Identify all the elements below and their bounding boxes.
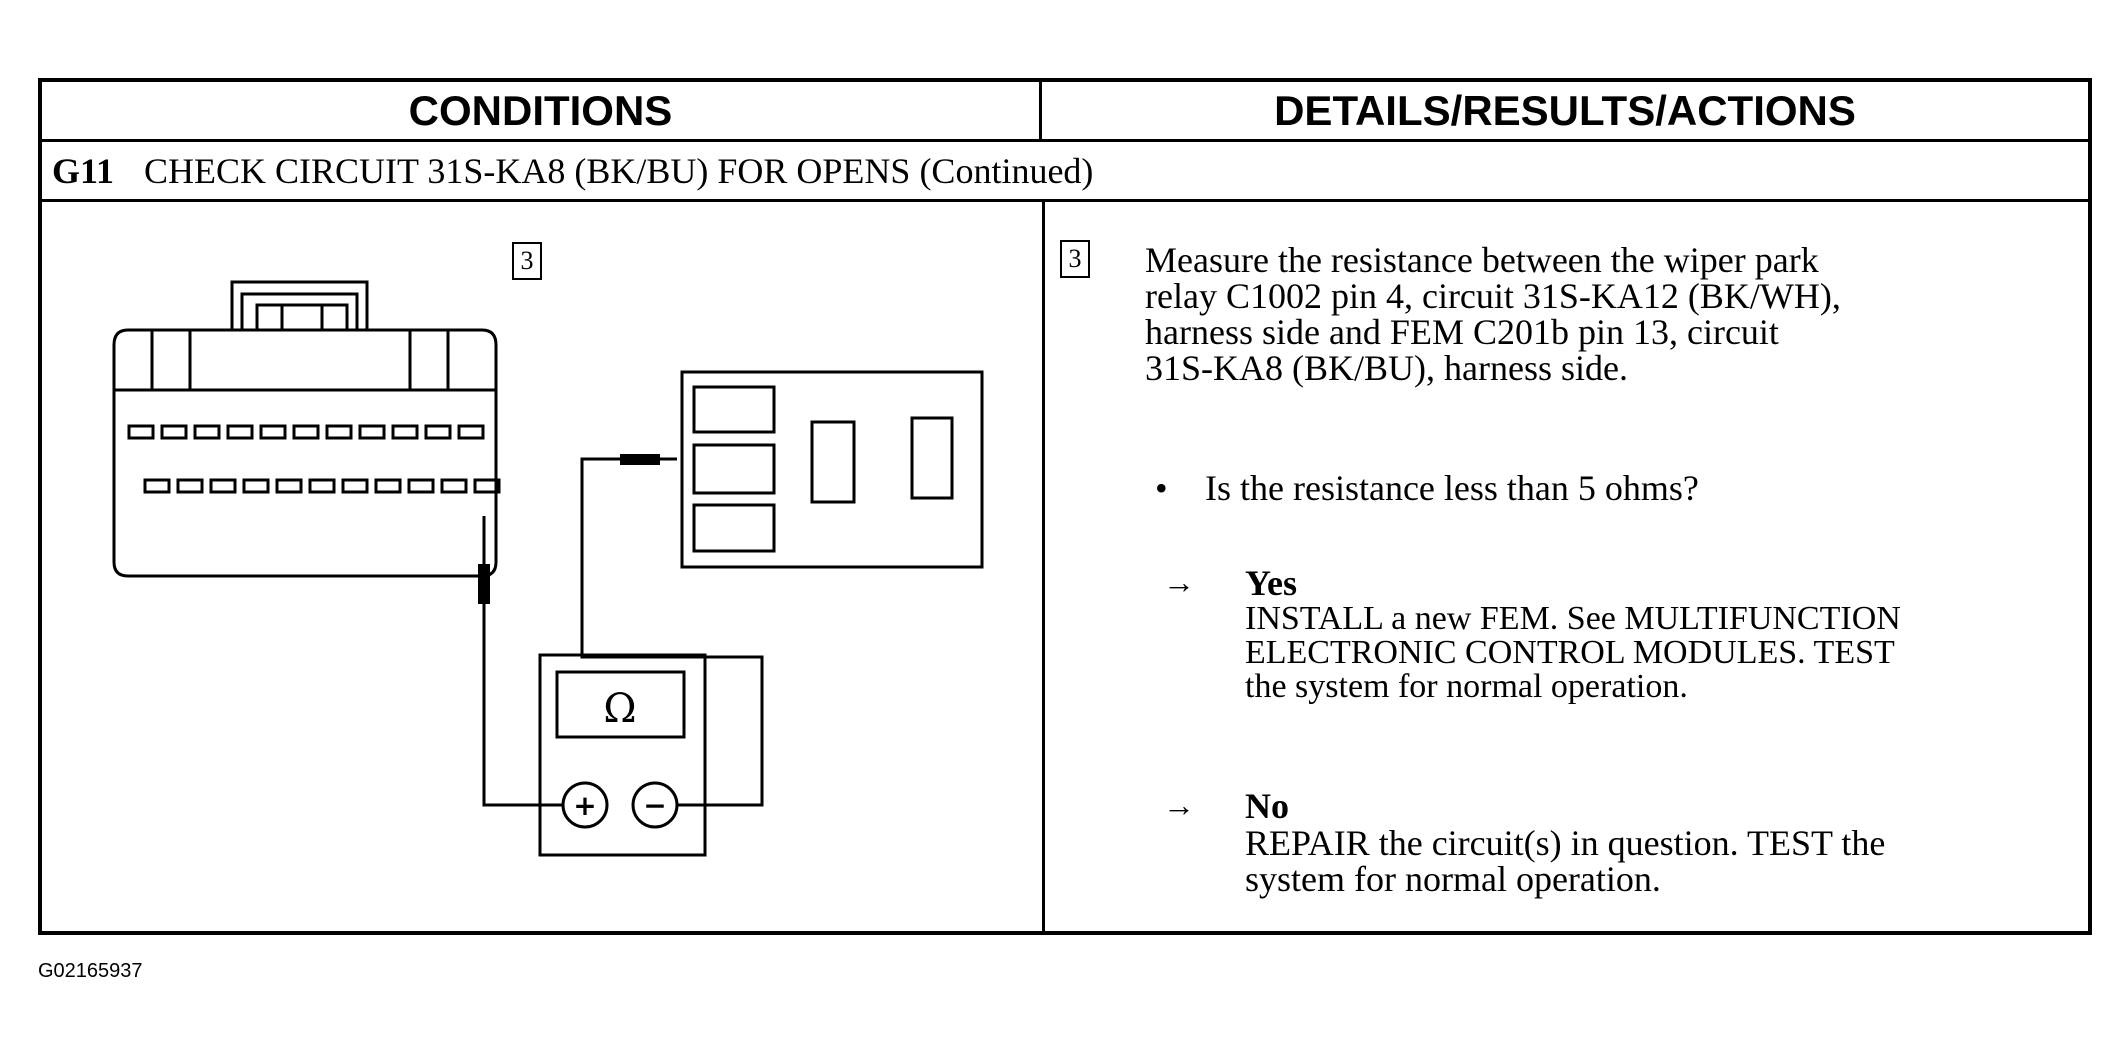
- no-label: No: [1245, 786, 1289, 826]
- minus-probe: [620, 454, 660, 465]
- instruction-line: Measure the resistance between the wiper…: [1145, 240, 1819, 280]
- pin: [440, 478, 468, 494]
- conditions-panel: 3: [42, 202, 1042, 935]
- connector-pin-row-1: [127, 424, 485, 440]
- relay-cavity-2: [692, 443, 776, 495]
- arrow-right-icon: →: [1163, 564, 1195, 600]
- measure-instruction: Measure the resistance between the wiper…: [1145, 242, 2045, 386]
- pin: [160, 424, 188, 440]
- minus-symbol: −: [643, 789, 666, 822]
- pin: [127, 424, 155, 440]
- details-step-number: 3: [1060, 240, 1090, 278]
- connector-latch: [230, 280, 369, 330]
- pin: [292, 424, 320, 440]
- pin: [242, 478, 270, 494]
- pin: [143, 478, 171, 494]
- connector-latch-inner: [240, 292, 359, 330]
- pin: [226, 424, 254, 440]
- relay-body: [680, 370, 984, 569]
- pin: [176, 478, 204, 494]
- diagnostic-table: CONDITIONS DETAILS/RESULTS/ACTIONS G11 C…: [38, 78, 2092, 935]
- meter-display: [555, 670, 686, 739]
- connector-c201b: [112, 280, 498, 578]
- column-divider: [1042, 202, 1045, 935]
- relay-cavity-3: [692, 503, 776, 553]
- pin: [358, 424, 386, 440]
- pin: [407, 478, 435, 494]
- yes-action-line: ELECTRONIC CONTROL MODULES. TEST: [1245, 634, 1895, 671]
- no-action-line: REPAIR the circuit(s) in question. TEST …: [1245, 823, 1886, 863]
- no-action: REPAIR the circuit(s) in question. TEST …: [1245, 825, 2065, 897]
- yes-label: Yes: [1245, 563, 1297, 603]
- conditions-header: CONDITIONS: [42, 82, 1042, 142]
- pin: [308, 478, 336, 494]
- instruction-line: harness side and FEM C201b pin 13, circu…: [1145, 312, 1779, 352]
- step-id: G11: [52, 150, 115, 191]
- yes-action-line: the system for normal operation.: [1245, 668, 1688, 705]
- arrow-right-icon: →: [1163, 787, 1195, 823]
- pin: [193, 424, 221, 440]
- details-panel: 3 Measure the resistance between the wip…: [1045, 202, 2088, 935]
- details-header: DETAILS/RESULTS/ACTIONS: [1042, 82, 2088, 142]
- relay-cavity-4: [810, 420, 856, 504]
- plus-test-lead: [482, 600, 563, 807]
- ohm-symbol: Ω: [603, 686, 636, 732]
- pin: [457, 424, 485, 440]
- question-text: Is the resistance less than 5 ohms?: [1205, 468, 1699, 508]
- wiring-diagram: Ω + −: [112, 280, 984, 857]
- meter-body: [538, 653, 707, 857]
- figure-id: G02165937: [38, 960, 143, 982]
- plus-probe: [478, 564, 490, 604]
- pin: [391, 424, 419, 440]
- ohmmeter: [538, 653, 707, 857]
- step-title-row: G11 CHECK CIRCUIT 31S-KA8 (BK/BU) FOR OP…: [42, 142, 2088, 202]
- pin: [325, 424, 353, 440]
- yes-action: INSTALL a new FEM. See MULTIFUNCTION ELE…: [1245, 602, 2065, 704]
- instruction-line: relay C1002 pin 4, circuit 31S-KA12 (BK/…: [1145, 276, 1841, 316]
- pin: [374, 478, 402, 494]
- pin: [473, 478, 501, 494]
- wiper-park-relay: [680, 370, 984, 569]
- relay-cavity-1: [692, 385, 776, 434]
- yes-action-line: INSTALL a new FEM. See MULTIFUNCTION: [1245, 600, 1901, 637]
- step-title: CHECK CIRCUIT 31S-KA8 (BK/BU) FOR OPENS …: [144, 150, 1094, 191]
- pin: [275, 478, 303, 494]
- no-action-line: system for normal operation.: [1245, 859, 1661, 899]
- conditions-step-number: 3: [512, 242, 542, 280]
- pin: [341, 478, 369, 494]
- instruction-line: 31S-KA8 (BK/BU), harness side.: [1145, 348, 1628, 388]
- pin: [259, 424, 287, 440]
- plus-symbol: +: [573, 789, 596, 822]
- minus-test-lead: [580, 457, 764, 807]
- connector-pin-row-2: [143, 478, 501, 494]
- latch-window: [255, 303, 349, 332]
- relay-cavity-5: [910, 416, 954, 500]
- bullet-icon: •: [1155, 468, 1168, 508]
- connector-body: [112, 328, 498, 578]
- pin: [424, 424, 452, 440]
- pin: [209, 478, 237, 494]
